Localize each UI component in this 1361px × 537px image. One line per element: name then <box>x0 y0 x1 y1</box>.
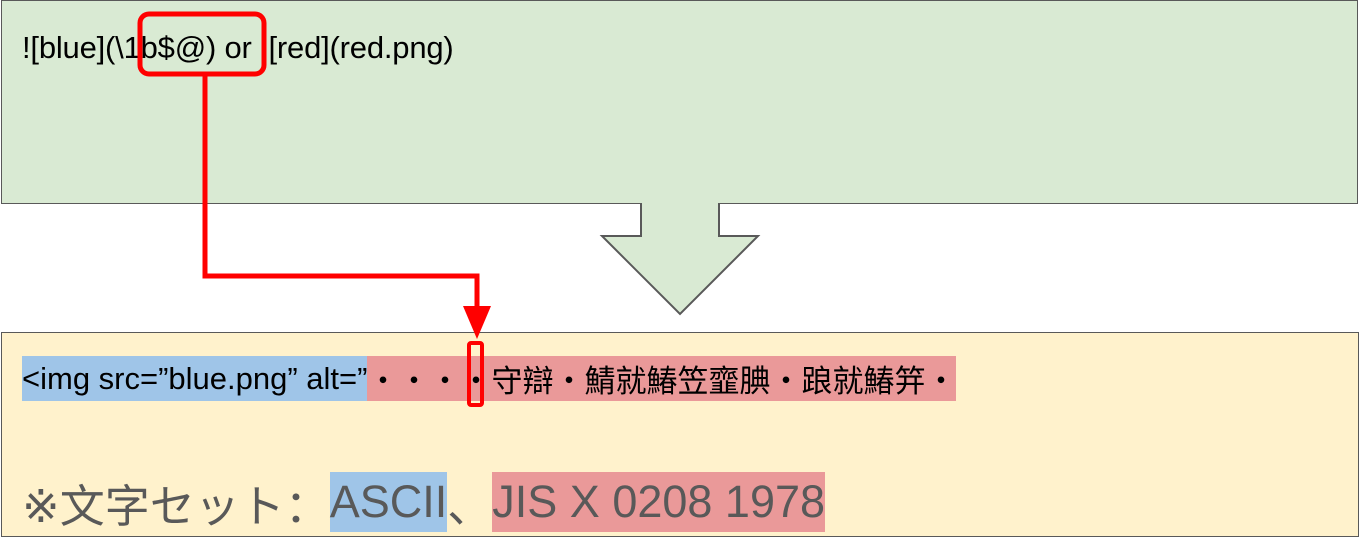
jis-garbled-segment: ・・・・守辯・鯖就鰆笠韲腆・踉就鰆笄・ <box>367 356 957 401</box>
markdown-suffix: ) or ![red](red.png) <box>205 30 454 65</box>
charset-separator: 、 <box>447 479 493 533</box>
garbled-text: ・・・・守辯・鯖就鰆笠韲腆・踉就鰆笄・ <box>367 364 957 400</box>
charset-prefix: ※文字セット： <box>22 479 330 533</box>
charset-ascii-label: ASCII <box>329 472 448 532</box>
markdown-source-text: ![blue](\1b$@) or ![red](red.png) <box>22 28 454 68</box>
markdown-prefix: ![blue]( <box>22 30 116 65</box>
transform-down-arrow <box>599 204 761 316</box>
escape-sequence: \1b$@ <box>115 30 206 65</box>
charset-jis-label: JIS X 0208 1978 <box>492 472 826 532</box>
ascii-html-segment: <img src=”blue.png” alt=” <box>22 356 368 401</box>
rendered-html-line: <img src=”blue.png” alt=”・・・・守辯・鯖就鰆笠韲腆・踉… <box>22 356 957 401</box>
charset-note: ※文字セット：ASCII、JIS X 0208 1978 <box>22 472 826 533</box>
